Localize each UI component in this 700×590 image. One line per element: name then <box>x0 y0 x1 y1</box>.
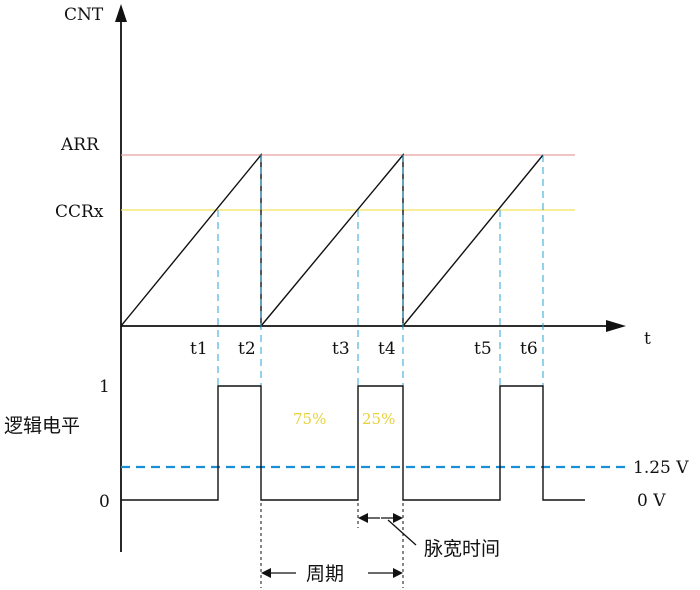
time-label-t2: t2 <box>238 339 256 359</box>
x-axis-label: t <box>644 329 651 349</box>
time-label-t5: t5 <box>474 339 492 359</box>
projection-lines <box>217 155 544 386</box>
logic-high-label: 1 <box>99 377 110 397</box>
pulse-width-leader <box>387 519 417 546</box>
pwm-waveform <box>121 385 585 501</box>
duty-low-percent: 75% <box>293 410 326 428</box>
ccr-label: CCRx <box>55 202 104 222</box>
y-axis-arrow <box>115 4 127 22</box>
time-label-t1: t1 <box>190 339 208 359</box>
period-label: 周期 <box>306 563 344 585</box>
zero-volt-label: 0 V <box>637 491 666 511</box>
pulse-width-label: 脉宽时间 <box>424 538 500 560</box>
y-axis-label: CNT <box>64 5 104 25</box>
logic-title: 逻辑电平 <box>4 415 80 437</box>
time-label-t4: t4 <box>378 339 396 359</box>
x-axis-arrow <box>606 320 626 332</box>
counter-sawtooth <box>120 153 544 328</box>
duty-high-percent: 25% <box>362 410 395 428</box>
logic-low-label: 0 <box>99 492 110 512</box>
arr-label: ARR <box>60 135 100 155</box>
threshold-label: 1.25 V <box>633 458 689 478</box>
time-label-t6: t6 <box>520 339 538 359</box>
time-label-t3: t3 <box>332 339 350 359</box>
